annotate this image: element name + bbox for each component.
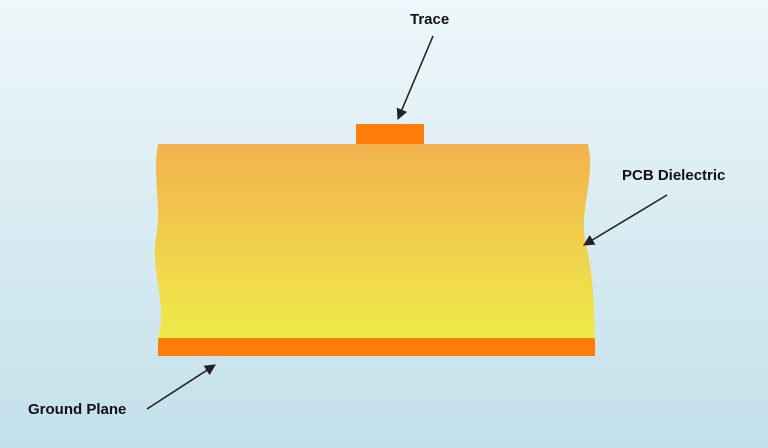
ground-plane-arrow (146, 364, 216, 410)
ground-plane-label: Ground Plane (28, 401, 127, 418)
ground-plane-layer (158, 338, 595, 356)
dielectric-arrow (583, 194, 668, 246)
trace-arrow (396, 35, 434, 121)
pcb-dielectric-layer (154, 144, 596, 338)
trace-label: Trace (410, 11, 450, 28)
pcb-dielectric-label: PCB Dielectric (622, 167, 726, 184)
copper-trace (356, 124, 424, 144)
